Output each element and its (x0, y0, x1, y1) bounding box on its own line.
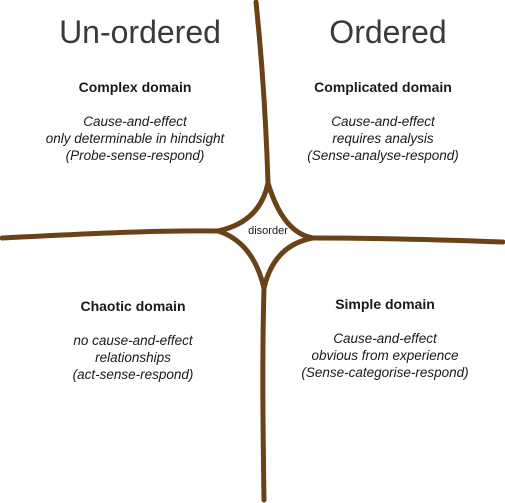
quadrant-complex: Complex domain Cause-and-effect only det… (20, 79, 250, 164)
disorder-shape (215, 180, 316, 291)
quadrant-desc-line: requires analysis (332, 131, 434, 146)
quadrant-desc-line: Cause-and-effect (331, 114, 435, 129)
quadrant-desc-line: (act-sense-respond) (72, 367, 194, 382)
quadrant-title: Chaotic domain (80, 298, 186, 314)
disorder-label: disorder (248, 225, 288, 237)
quadrant-simple: Simple domain Cause-and-effect obvious f… (270, 296, 500, 381)
divider-bottom (260, 285, 267, 503)
quadrant-title: Complex domain (78, 79, 192, 95)
quadrant-title: Complicated domain (314, 79, 452, 95)
header-ordered: Ordered (329, 14, 447, 50)
quadrant-desc-line: no cause-and-effect (73, 333, 193, 348)
quadrant-chaotic: Chaotic domain no cause-and-effect relat… (18, 298, 248, 383)
quadrant-complicated: Complicated domain Cause-and-effect requ… (268, 79, 498, 164)
quadrant-desc-line: (Probe-sense-respond) (65, 148, 205, 163)
divider-right (310, 235, 505, 245)
quadrant-desc-line: (Sense-analyse-respond) (307, 148, 459, 163)
quadrant-title: Simple domain (335, 296, 435, 312)
quadrant-desc-line: only determinable in hindsight (45, 131, 225, 146)
quadrant-desc-line: (Sense-categorise-respond) (301, 365, 469, 380)
quadrant-desc-line: relationships (95, 350, 171, 365)
divider-top (253, 0, 271, 186)
quadrant-desc-line: Cause-and-effect (333, 331, 437, 346)
header-unordered: Un-ordered (59, 14, 221, 50)
quadrant-desc-line: Cause-and-effect (83, 114, 187, 129)
quadrant-desc-line: obvious from experience (311, 348, 459, 363)
divider-left (0, 228, 221, 241)
